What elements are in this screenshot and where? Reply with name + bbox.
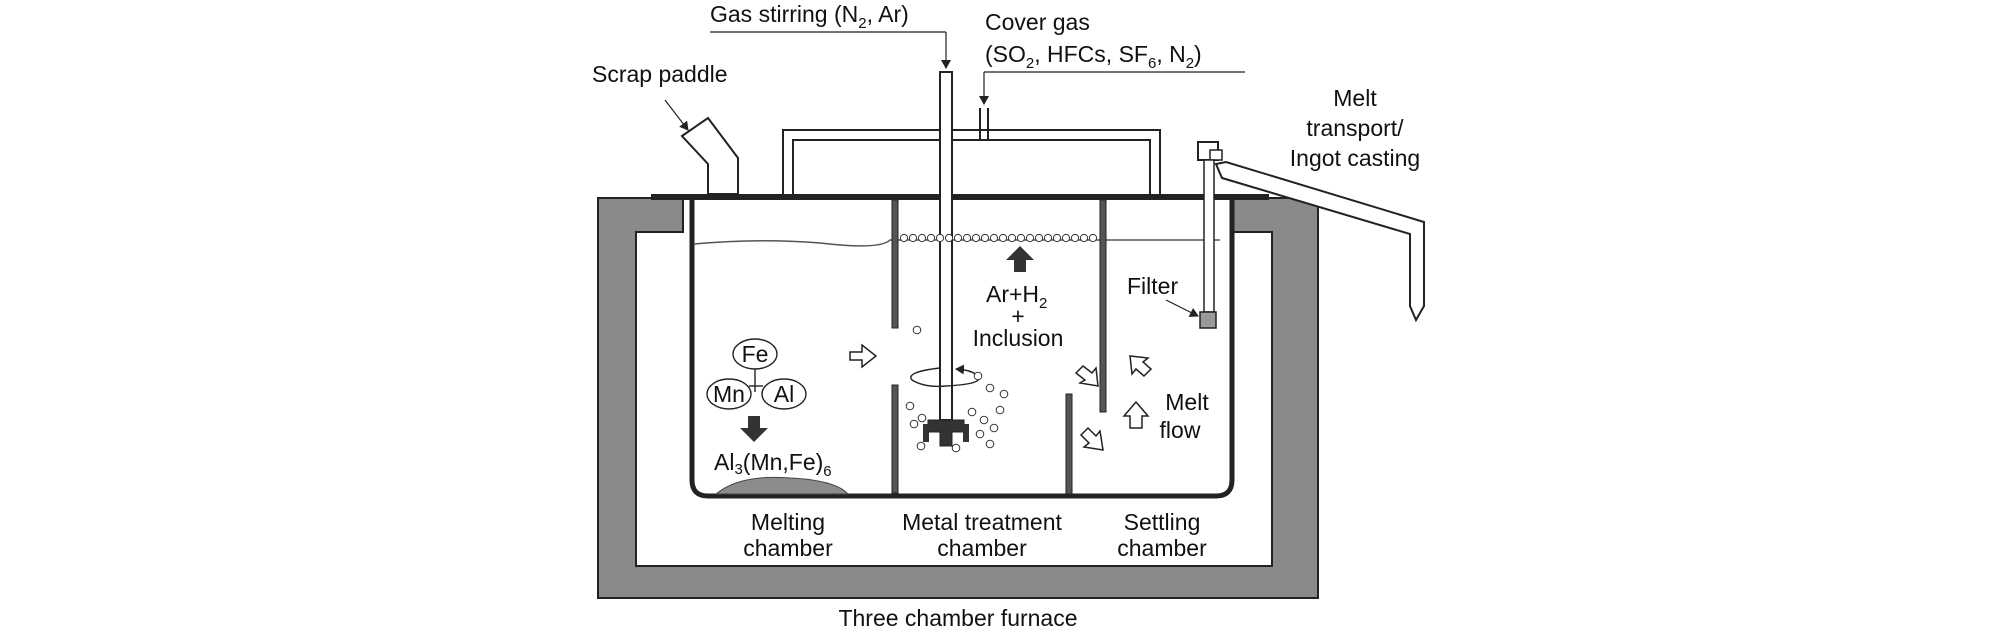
gas-bubble — [951, 443, 961, 453]
scrap-paddle-label: Scrap paddle — [592, 61, 728, 87]
gas-bubble — [995, 405, 1005, 415]
outlet-pipe — [1203, 159, 1215, 313]
surface-bubble — [998, 233, 1008, 243]
inclusion-label: Inclusion — [973, 325, 1064, 351]
cover-gas-label: Cover gas — [985, 9, 1090, 35]
surface-bubble — [989, 233, 999, 243]
gas-bubble — [909, 419, 919, 429]
melting-chamber-label-2: chamber — [743, 535, 833, 561]
surface-bubble — [917, 233, 927, 243]
gas-bubble — [989, 423, 999, 433]
melt-transport-label-2: transport/ — [1306, 115, 1404, 141]
gas-bubble-group — [905, 325, 1009, 453]
filter-leader — [1165, 299, 1199, 317]
transport-launder — [1214, 160, 1425, 323]
mn-label: Mn — [713, 381, 745, 407]
melt-transport-label-3: Ingot casting — [1290, 145, 1420, 171]
gas-bubble — [999, 389, 1009, 399]
surface-bubble — [1025, 233, 1035, 243]
treatment-chamber-label-1: Metal treatment — [902, 509, 1062, 535]
gas-bubble — [985, 439, 995, 449]
rotor-impeller — [927, 419, 965, 447]
surface-bubble — [962, 233, 972, 243]
gas-bubble — [912, 325, 922, 335]
surface-bubble — [1043, 233, 1053, 243]
surface-bubble — [953, 233, 963, 243]
settling-chamber-label-2: chamber — [1117, 535, 1207, 561]
al-label: Al — [774, 381, 794, 407]
precipitation-arrow — [740, 416, 768, 442]
surface-bubble — [1007, 233, 1017, 243]
plus-label: + — [1011, 303, 1024, 329]
stirring-lance — [939, 71, 953, 421]
fe-label: Fe — [742, 341, 769, 367]
melt-flow-arrow-5 — [1122, 400, 1150, 429]
surface-bubble — [1052, 233, 1062, 243]
inclusion-rise-arrow — [1006, 246, 1034, 272]
rotation-arrow — [910, 364, 980, 388]
cover-gas-species-label: (SO2, HFCs, SF6, N2) — [985, 41, 1202, 72]
settling-chamber-label-1: Settling — [1124, 509, 1201, 535]
gas-bubble — [975, 429, 985, 439]
baffle-upper-left — [891, 199, 899, 329]
gas-bubble — [979, 415, 989, 425]
filter-label: Filter — [1127, 273, 1178, 299]
gas-bubble — [917, 413, 927, 423]
gas-bubble — [967, 407, 977, 417]
gas-stirring-label: Gas stirring (N2, Ar) — [710, 1, 909, 32]
melt-surface — [693, 239, 1220, 247]
surface-bubble-group — [899, 233, 1098, 243]
surface-bubble — [899, 233, 909, 243]
surface-bubble — [926, 233, 936, 243]
refractory-wall — [597, 197, 1319, 599]
mn-bubble — [706, 378, 752, 410]
cover-gas-hood-inner — [792, 139, 1151, 194]
melting-chamber-label-1: Melting — [751, 509, 825, 535]
melt-flow-arrow-3 — [1079, 426, 1104, 451]
gas-bubble — [905, 401, 915, 411]
baffle-upper-right — [1099, 199, 1107, 413]
melt-transport-label-1: Melt — [1333, 85, 1377, 111]
rotor-blade-right — [963, 424, 969, 442]
melt-flow-label-1: Melt — [1165, 389, 1209, 415]
compound-label: Al3(Mn,Fe)6 — [714, 449, 832, 480]
crucible-vessel — [689, 200, 1235, 499]
surface-bubble — [908, 233, 918, 243]
cover-gas-hood — [782, 129, 1161, 194]
ar-h2-label: Ar+H2 — [986, 281, 1047, 312]
baffle-lower-left — [891, 384, 899, 494]
surface-bubble — [1061, 233, 1071, 243]
sediment-deposit — [714, 476, 850, 495]
melt-flow-arrow-1 — [849, 343, 878, 369]
surface-bubble — [980, 233, 990, 243]
gas-bubble — [916, 441, 926, 451]
al-bubble — [761, 378, 807, 410]
baffle-lower-right — [1065, 393, 1073, 495]
outlet-head-side — [1209, 149, 1223, 161]
surface-bubble — [971, 233, 981, 243]
melt-flow-label-2: flow — [1160, 417, 1201, 443]
furnace-lid — [651, 194, 1269, 200]
surface-bubble — [1070, 233, 1080, 243]
figure-caption: Three chamber furnace — [838, 605, 1077, 631]
filter-element — [1199, 311, 1217, 329]
melt-flow-arrow-2 — [1074, 365, 1099, 387]
scrap-paddle — [680, 116, 739, 195]
surface-bubble — [935, 233, 945, 243]
melt-flow-arrow-4 — [1129, 355, 1153, 378]
treatment-chamber-label-2: chamber — [937, 535, 1027, 561]
gas-bubble — [973, 371, 983, 381]
surface-bubble — [1088, 233, 1098, 243]
surface-bubble — [944, 233, 954, 243]
scrap-paddle-leader — [664, 99, 689, 131]
rotor-blade-left — [923, 424, 929, 442]
gas-bubble — [985, 383, 995, 393]
surface-bubble — [1016, 233, 1026, 243]
surface-bubble — [1034, 233, 1044, 243]
surface-bubble — [1079, 233, 1089, 243]
